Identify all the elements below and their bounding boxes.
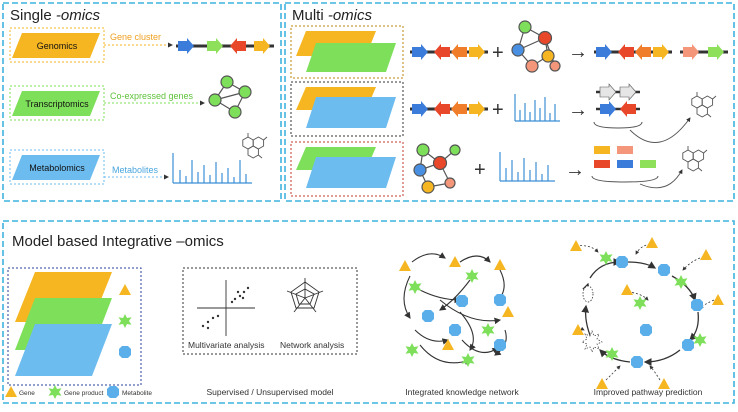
legend-gene-product: Gene product bbox=[64, 390, 104, 397]
genomics-layer bbox=[12, 33, 100, 58]
metabolomics-layer bbox=[12, 155, 100, 180]
multi-row2-box bbox=[290, 81, 404, 137]
plus-sign-1: + bbox=[492, 42, 504, 64]
model-layers-box bbox=[7, 267, 142, 386]
multi-row2-result bbox=[593, 83, 691, 143]
model-panel bbox=[2, 220, 735, 404]
caption-supervised: Supervised / Unsupervised model bbox=[206, 387, 333, 397]
multi-row3-spectrum bbox=[499, 152, 555, 182]
legend-gene-product-icon bbox=[48, 385, 62, 399]
multi-row2-cluster bbox=[410, 101, 488, 117]
metabolites-label: Metabolites bbox=[112, 165, 159, 175]
transcriptomics-label: Transcriptomics bbox=[25, 99, 89, 109]
co-expressed-genes-label: Co-expressed genes bbox=[110, 91, 194, 101]
pathway-nodes bbox=[570, 237, 724, 389]
genomics-label: Genomics bbox=[37, 41, 78, 51]
multi-row1-cluster bbox=[410, 44, 488, 60]
molecule-icon bbox=[691, 91, 717, 118]
plus-sign-3: + bbox=[474, 159, 486, 181]
gene-product-icon bbox=[118, 314, 132, 328]
pathway-side-links bbox=[573, 243, 715, 381]
gene-icon bbox=[119, 284, 131, 295]
model-panel-title: Model based Integrative –omics bbox=[12, 233, 224, 250]
legend-metabolite-icon bbox=[107, 386, 119, 398]
gene-cluster bbox=[176, 38, 274, 54]
multi-omics-title: Multi -omics bbox=[292, 7, 373, 24]
single-omics-title: Single -omics bbox=[10, 7, 101, 24]
analysis-box bbox=[182, 267, 358, 355]
multi-row1-network bbox=[511, 20, 561, 73]
caption-pathway-prediction: Improved pathway prediction bbox=[594, 387, 703, 397]
multi-row3-box bbox=[290, 141, 404, 197]
gene-cluster-label: Gene cluster bbox=[110, 32, 161, 42]
metabolite-icon bbox=[119, 346, 131, 358]
molecule-icon bbox=[242, 132, 268, 159]
single-omics-panel bbox=[2, 2, 282, 202]
pathway-cycle bbox=[581, 258, 699, 366]
multi-row3-network bbox=[413, 143, 461, 194]
metabolite-spectrum bbox=[172, 153, 252, 184]
multivariate-analysis-label: Multivariate analysis bbox=[188, 340, 265, 350]
legend-gene: Gene bbox=[19, 390, 35, 397]
implies-arrow-3: → bbox=[565, 159, 585, 181]
legend-metabolite: Metabolite bbox=[122, 390, 152, 397]
knowledge-network bbox=[403, 252, 507, 365]
molecule-icon bbox=[682, 145, 708, 172]
multivariate-plot bbox=[197, 280, 255, 336]
implies-arrow-1: → bbox=[568, 41, 588, 63]
legend-gene-icon bbox=[5, 386, 17, 397]
multi-row3-result bbox=[591, 146, 683, 189]
implies-arrow-2: → bbox=[568, 99, 588, 121]
metabolomics-label: Metabolomics bbox=[29, 163, 85, 173]
plus-sign-2: + bbox=[492, 99, 504, 121]
transcriptomics-layer bbox=[12, 91, 100, 116]
network-analysis-label: Network analysis bbox=[280, 340, 344, 350]
coexpression-network bbox=[208, 75, 252, 119]
multi-row1-box bbox=[290, 25, 404, 79]
multi-row1-result bbox=[594, 44, 728, 60]
network-radar-plot bbox=[286, 278, 324, 313]
caption-knowledge-network: Integrated knowledge network bbox=[405, 387, 519, 397]
multi-row2-spectrum bbox=[514, 94, 560, 122]
